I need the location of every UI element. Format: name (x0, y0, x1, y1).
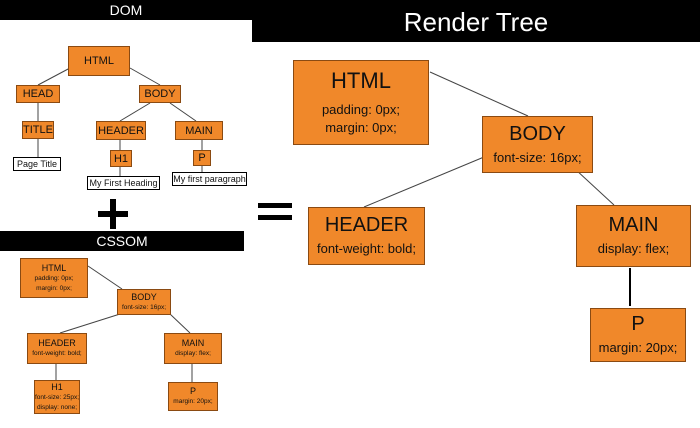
render-tree-heading: Render Tree (252, 0, 700, 42)
rt-node-p-name: P (631, 313, 645, 336)
rt-node-p: P margin: 20px; (590, 308, 686, 362)
dom-edge-html-body (129, 67, 161, 86)
dom-node-main: MAIN (175, 121, 223, 140)
cssom-node-h1-name: H1 (51, 381, 63, 392)
cssom-node-main-prop: display: flex; (175, 350, 211, 358)
cssom-node-p: P margin: 20px; (168, 382, 218, 411)
rt-node-html-name: HTML (331, 67, 391, 93)
rt-node-body-prop: font-size: 16px; (493, 149, 582, 165)
cssom-node-h1-prop: display: none; (36, 404, 78, 411)
dom-text-first-heading: My First Heading (87, 176, 160, 190)
dom-node-html-label: HTML (84, 55, 114, 67)
rt-edge-body-header (363, 156, 485, 208)
dom-text-first-paragraph: My first paragraph (172, 172, 247, 186)
dom-edge-body-header (119, 102, 151, 122)
rt-edge-html-body (429, 71, 529, 117)
cssom-node-html-prop: margin: 0px; (36, 285, 72, 292)
dom-node-title: TITLE (22, 121, 54, 139)
cssom-node-main: MAIN display: flex; (164, 333, 222, 364)
cssom-heading: CSSOM (0, 231, 244, 251)
rt-node-header-prop: font-weight: bold; (316, 241, 416, 257)
rt-node-html-prop: padding: 0px; (321, 102, 401, 118)
equals-operator (258, 203, 292, 220)
cssom-node-body-name: BODY (131, 291, 157, 302)
plus-operator (98, 199, 128, 229)
dom-heading: DOM (0, 0, 252, 20)
dom-edge-html-head (37, 67, 71, 86)
dom-node-head: HEAD (16, 85, 60, 103)
cssom-edge-body-main (169, 313, 191, 334)
dom-node-header: HEADER (96, 121, 146, 140)
cssom-edge-html-body (87, 265, 123, 290)
dom-node-head-label: HEAD (22, 88, 54, 100)
dom-node-body-label: BODY (144, 88, 176, 100)
cssom-node-header-prop: font-weight: bold; (32, 350, 82, 358)
rt-node-header-name: HEADER (324, 214, 409, 237)
cssom-node-body: BODY font-size: 16px; (117, 289, 171, 315)
rt-node-body-name: BODY (509, 122, 566, 145)
cssom-node-html: HTML padding: 0px; margin: 0px; (20, 258, 88, 298)
cssom-node-body-prop: font-size: 16px; (121, 303, 167, 311)
rt-node-body: BODY font-size: 16px; (482, 116, 593, 173)
cssom-node-html-name: HTML (41, 262, 67, 273)
rt-node-p-prop: margin: 20px; (598, 340, 678, 356)
rt-node-main-prop: display: flex; (597, 241, 670, 257)
cssom-edge-body-header (59, 313, 121, 334)
dom-node-body: BODY (139, 85, 181, 103)
cssom-node-h1-prop: font-size: 25px; (34, 393, 80, 401)
cssom-node-header-name: HEADER (38, 338, 76, 349)
rt-node-main: MAIN display: flex; (576, 205, 691, 267)
dom-edge-body-main (169, 102, 197, 122)
cssom-node-main-name: MAIN (181, 338, 205, 349)
dom-node-p: P (193, 150, 211, 166)
dom-node-title-label: TITLE (23, 124, 53, 136)
cssom-node-header: HEADER font-weight: bold; (27, 333, 87, 364)
dom-node-h1: H1 (110, 150, 132, 167)
dom-node-header-label: HEADER (98, 124, 144, 137)
cssom-node-p-name: P (189, 386, 196, 397)
cssom-node-p-prop: margin: 20px; (173, 398, 213, 406)
dom-node-p-label: P (198, 152, 206, 164)
rt-node-main-name: MAIN (608, 214, 659, 237)
cssom-node-h1: H1 font-size: 25px; display: none; (34, 380, 80, 414)
dom-node-h1-label: H1 (113, 152, 129, 165)
cssom-node-html-prop: padding: 0px; (34, 274, 74, 282)
rt-node-html-prop: margin: 0px; (325, 119, 397, 135)
dom-node-main-label: MAIN (185, 124, 213, 137)
dom-node-html: HTML (68, 46, 130, 76)
rt-node-html: HTML padding: 0px; margin: 0px; (293, 60, 429, 145)
dom-text-page-title: Page Title (13, 157, 61, 171)
rt-node-header: HEADER font-weight: bold; (308, 207, 425, 265)
